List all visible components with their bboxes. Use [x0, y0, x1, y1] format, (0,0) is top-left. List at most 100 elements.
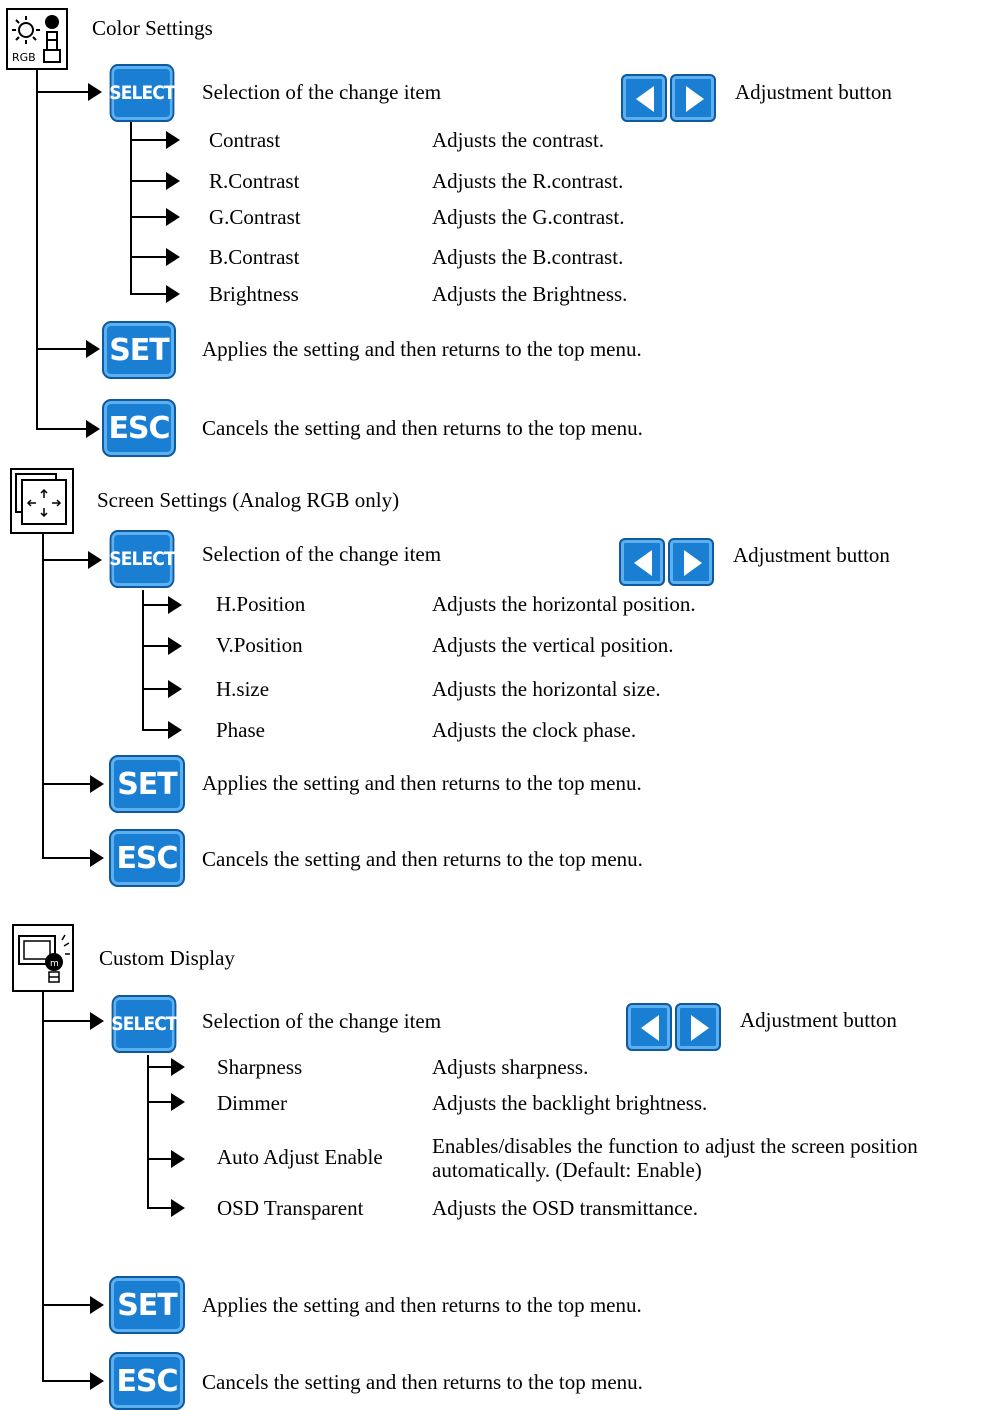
right-arrow-button[interactable]	[668, 538, 714, 586]
left-arrow-button[interactable]	[626, 1003, 672, 1051]
left-arrow-button[interactable]	[621, 74, 667, 122]
arrow-icon	[166, 172, 180, 190]
right-arrow-button[interactable]	[670, 74, 716, 122]
item-name: Dimmer	[217, 1091, 287, 1115]
right-arrow-button[interactable]	[675, 1003, 721, 1051]
arrow-icon	[168, 680, 182, 698]
left-triangle-icon	[634, 550, 652, 576]
arrow-icon	[168, 637, 182, 655]
rgb-label: RGB	[12, 51, 36, 64]
arrow-icon	[171, 1058, 185, 1076]
left-triangle-icon	[641, 1015, 659, 1041]
arrow-icon	[90, 775, 104, 793]
set-label: Applies the setting and then returns to …	[202, 337, 642, 361]
item-desc: Adjusts the horizontal size.	[432, 677, 661, 701]
connector	[42, 559, 90, 561]
arrow-icon	[88, 551, 102, 569]
item-desc: Adjusts the G.contrast.	[432, 205, 625, 229]
item-name: H.Position	[216, 592, 306, 616]
adjust-label: Adjustment button	[735, 80, 892, 104]
arrow-icon	[86, 340, 100, 358]
item-name: Auto Adjust Enable	[217, 1145, 383, 1169]
item-desc: Adjusts the horizontal position.	[432, 592, 696, 616]
connector	[142, 729, 170, 731]
connector	[130, 293, 168, 295]
esc-button[interactable]: ESC	[109, 1352, 185, 1410]
item-desc: Adjusts the R.contrast.	[432, 169, 624, 193]
items-trunk	[142, 590, 144, 731]
item-desc: Adjusts the vertical position.	[432, 633, 674, 657]
connector	[130, 256, 168, 258]
connector	[36, 428, 88, 430]
item-name: Sharpness	[217, 1055, 303, 1079]
esc-button[interactable]: ESC	[109, 829, 185, 887]
arrow-icon	[166, 208, 180, 226]
arrow-icon	[88, 83, 102, 101]
arrow-icon	[90, 849, 104, 867]
left-triangle-icon	[636, 86, 654, 112]
set-button[interactable]: SET	[102, 321, 176, 379]
arrow-icon	[86, 420, 100, 438]
arrow-icon	[171, 1199, 185, 1217]
connector	[42, 1020, 92, 1022]
item-name: OSD Transparent	[217, 1196, 364, 1220]
connector	[147, 1207, 173, 1209]
arrow-icon	[168, 596, 182, 614]
esc-label: Cancels the setting and then returns to …	[202, 847, 643, 871]
tree-trunk	[36, 70, 38, 429]
section-title: Color Settings	[92, 16, 213, 40]
esc-button[interactable]: ESC	[102, 399, 176, 457]
tree-trunk	[42, 534, 44, 857]
custom-display-icon: m	[12, 924, 74, 992]
connector	[42, 783, 92, 785]
connector	[147, 1066, 173, 1068]
connector	[142, 688, 170, 690]
set-label: Applies the setting and then returns to …	[202, 1293, 642, 1317]
right-triangle-icon	[691, 1015, 709, 1041]
item-desc: Adjusts the clock phase.	[432, 718, 637, 742]
connector	[142, 604, 170, 606]
item-desc: Enables/disables the function to adjust …	[432, 1134, 918, 1182]
item-name: R.Contrast	[209, 169, 300, 193]
arrow-icon	[168, 721, 182, 739]
items-trunk	[130, 122, 132, 295]
screen-settings-icon	[10, 468, 74, 534]
connector	[42, 1304, 92, 1306]
adjust-label: Adjustment button	[733, 543, 890, 567]
item-name: G.Contrast	[209, 205, 301, 229]
right-triangle-icon	[686, 86, 704, 112]
section-title: Custom Display	[99, 946, 235, 970]
left-arrow-button[interactable]	[619, 538, 665, 586]
arrow-icon	[90, 1296, 104, 1314]
arrow-icon	[171, 1150, 185, 1168]
set-button[interactable]: SET	[109, 1276, 185, 1334]
select-button[interactable]: SELECT	[109, 530, 176, 588]
item-name: Phase	[216, 718, 265, 742]
select-button[interactable]: SELECT	[111, 995, 178, 1053]
adjust-label: Adjustment button	[740, 1008, 897, 1032]
item-name: H.size	[216, 677, 270, 701]
esc-label: Cancels the setting and then returns to …	[202, 416, 643, 440]
connector	[130, 139, 168, 141]
item-desc: Adjusts the Brightness.	[432, 282, 628, 306]
select-button[interactable]: SELECT	[109, 64, 176, 122]
item-desc: Adjusts the contrast.	[432, 128, 605, 152]
connector	[130, 180, 168, 182]
connector	[36, 91, 90, 93]
select-label: Selection of the change item	[202, 1009, 442, 1033]
section-title: Screen Settings (Analog RGB only)	[97, 488, 400, 512]
arrow-icon	[166, 285, 180, 303]
connector	[142, 645, 170, 647]
select-label: Selection of the change item	[202, 542, 442, 566]
tree-trunk	[42, 992, 44, 1381]
svg-text:m: m	[50, 959, 59, 969]
right-triangle-icon	[684, 550, 702, 576]
item-desc: Adjusts the backlight brightness.	[432, 1091, 708, 1115]
connector	[36, 348, 88, 350]
set-label: Applies the setting and then returns to …	[202, 771, 642, 795]
item-name: B.Contrast	[209, 245, 300, 269]
arrow-icon	[90, 1012, 104, 1030]
set-button[interactable]: SET	[109, 755, 185, 813]
arrow-icon	[166, 131, 180, 149]
esc-label: Cancels the setting and then returns to …	[202, 1370, 643, 1394]
